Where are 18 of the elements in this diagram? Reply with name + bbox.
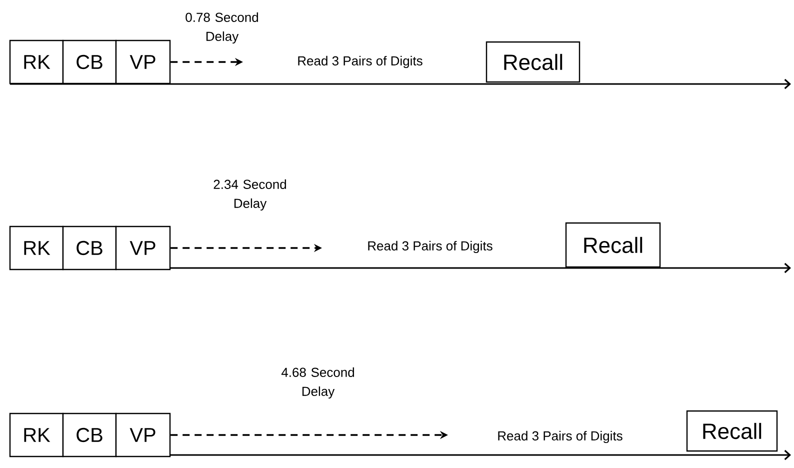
- step-text: Read 3 Pairs of Digits: [498, 430, 622, 444]
- stage-box: CB: [62, 412, 117, 458]
- stage-box: CB: [62, 40, 117, 84]
- stage-box: RK: [9, 226, 64, 270]
- edge-label: 4.68 Second Delay: [281, 367, 354, 399]
- edge-label: 2.34 Second Delay: [214, 179, 286, 211]
- stage-box: RK: [9, 40, 64, 84]
- stage-box: VP: [115, 40, 171, 84]
- recall-box: Recall: [686, 410, 778, 452]
- step-text: Read 3 Pairs of Digits: [298, 56, 422, 68]
- stage-box: VP: [115, 226, 171, 270]
- stage-box: VP: [115, 412, 171, 458]
- recall-box: Recall: [486, 41, 580, 83]
- stage-box: RK: [9, 412, 64, 458]
- step-text: Read 3 Pairs of Digits: [368, 240, 492, 254]
- edge-label: 0.78 Second Delay: [186, 12, 258, 44]
- stage-box: CB: [62, 226, 117, 270]
- recall-box: Recall: [565, 222, 661, 268]
